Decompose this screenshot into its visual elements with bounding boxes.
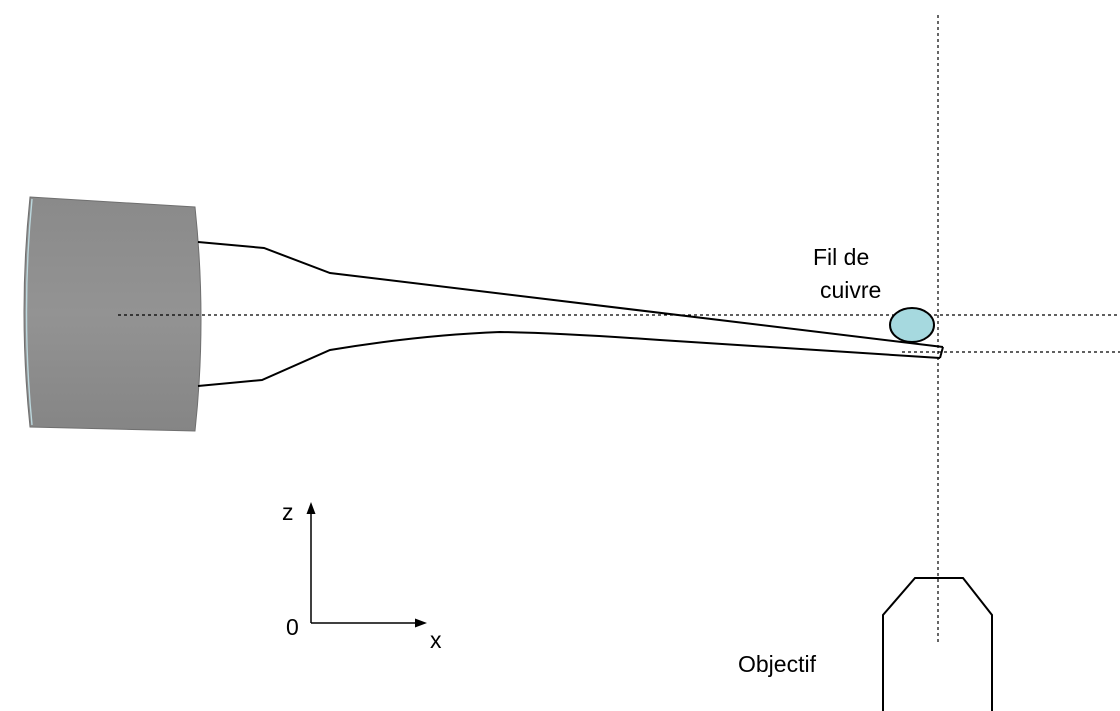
z-axis-label: z <box>282 499 294 525</box>
cylinder <box>23 196 202 432</box>
objective-outline <box>882 577 993 711</box>
taper-upper-edge <box>197 241 944 348</box>
coordinate-axes: z x 0 <box>282 499 442 653</box>
cylinder-rim <box>25 198 33 426</box>
origin-label: 0 <box>286 614 299 640</box>
x-axis-arrowhead <box>415 618 427 628</box>
wire-label-line2: cuivre <box>820 277 881 303</box>
objective-label: Objectif <box>738 651 817 677</box>
z-axis-arrowhead <box>306 502 316 514</box>
cylinder-body <box>23 196 202 432</box>
x-axis-label: x <box>430 627 442 653</box>
taper-lower-edge <box>197 330 941 387</box>
wire-label-line1: Fil de <box>813 244 869 270</box>
copper-wire <box>889 307 935 343</box>
taper-tip <box>939 346 944 359</box>
